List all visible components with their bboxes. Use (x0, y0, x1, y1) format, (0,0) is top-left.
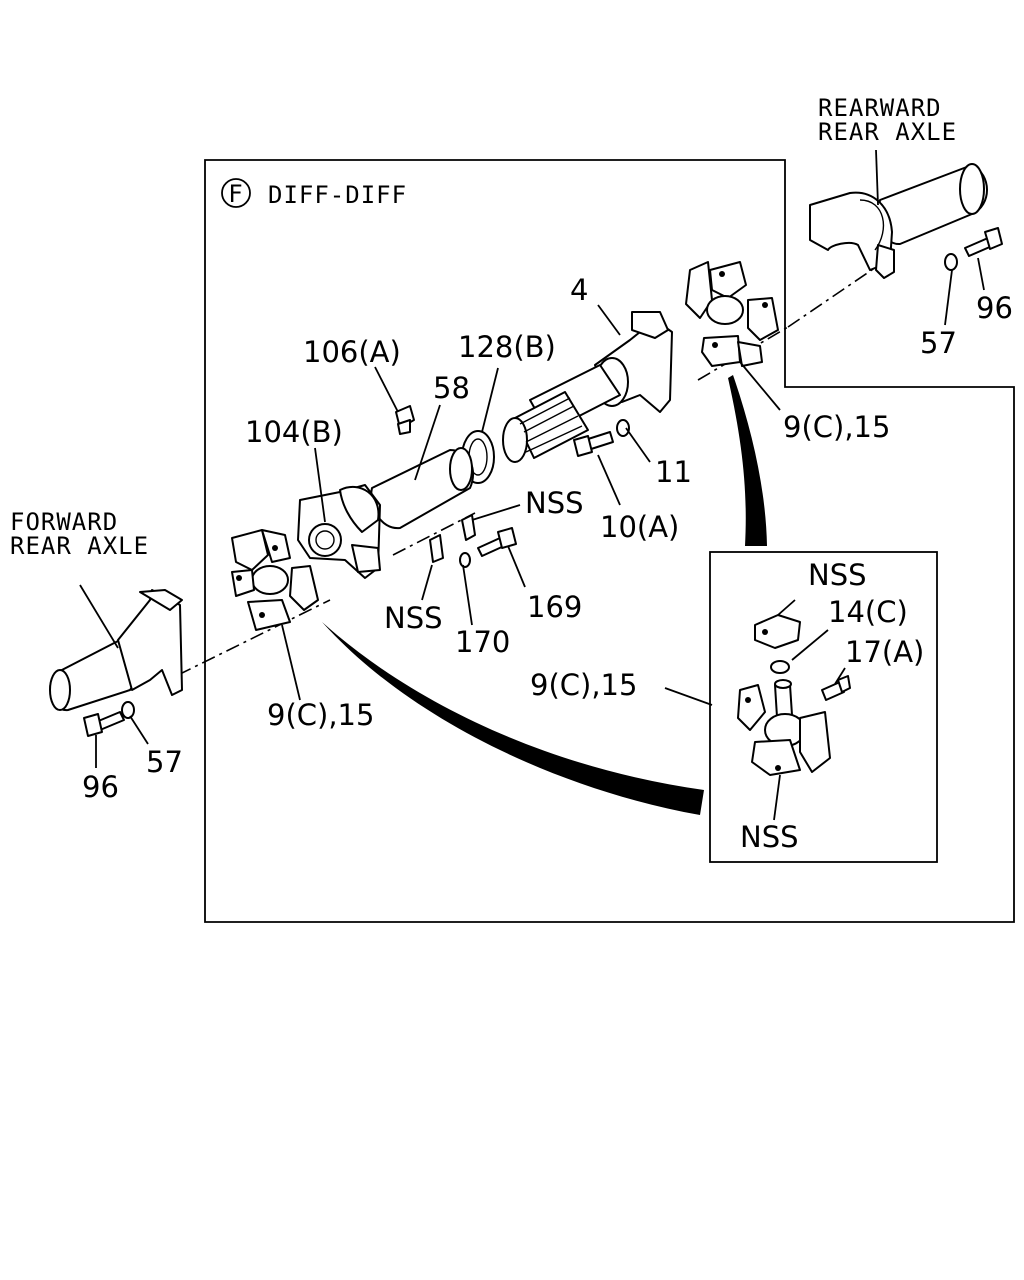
splined-shaft (502, 391, 589, 463)
pointer-band-right (728, 375, 767, 546)
label-forward-line1: FORWARD (10, 508, 118, 536)
shaft-tube (370, 447, 475, 530)
callout-58: 58 (433, 371, 470, 405)
section-badge-circle (221, 178, 251, 208)
rearward-washer (944, 253, 958, 271)
section-title: DIFF-DIFF (268, 181, 407, 209)
callout-96-left: 96 (82, 770, 119, 804)
bolt-10a (573, 431, 614, 457)
callout-nss-mid: NSS (384, 601, 443, 635)
washer-170 (459, 552, 471, 568)
label-forward-line2: REAR AXLE (10, 532, 149, 560)
rearward-bolt (964, 227, 1003, 257)
callout-10a: 10(A) (600, 510, 679, 544)
section-header: F DIFF-DIFF (221, 178, 407, 209)
callout-106a: 106(A) (303, 335, 401, 369)
tube-yoke (297, 484, 381, 579)
callout-170: 170 (455, 625, 510, 659)
bolt-169 (477, 527, 517, 557)
callout-169: 169 (527, 590, 582, 624)
callout-nss-top: NSS (525, 486, 584, 520)
leader-lines (79, 149, 985, 821)
forward-washer (121, 701, 135, 719)
washer-11 (616, 419, 630, 437)
callout-11: 11 (655, 455, 692, 489)
callout-104b: 104(B) (245, 415, 343, 449)
inset-callout-14c: 14(C) (828, 595, 908, 629)
callout-4: 4 (570, 273, 588, 307)
pointer-band-left (322, 622, 704, 815)
inset-callout-17a: 17(A) (845, 635, 924, 669)
callout-57-left: 57 (146, 745, 183, 779)
inset-grease-fitting (821, 675, 851, 701)
section-frame (204, 159, 1015, 923)
inset-callout-nss-bottom: NSS (740, 820, 799, 854)
callout-57-right: 57 (920, 326, 957, 360)
callout-9c15-left: 9(C),15 (267, 698, 374, 732)
shaft-centerline (177, 262, 883, 676)
grease-fitting (395, 405, 415, 435)
u-joint-left (231, 529, 319, 631)
callout-96-right: 96 (976, 291, 1013, 325)
rearward-axle-yoke (809, 163, 988, 279)
inset-callout-nss-top: NSS (808, 558, 867, 592)
inset-frame (709, 551, 938, 863)
forward-bolt (83, 711, 125, 737)
inset-cross (737, 679, 831, 776)
section-badge: F (228, 180, 243, 208)
callout-9c15-right: 9(C),15 (783, 410, 890, 444)
inset-callout-9c15: 9(C),15 (530, 668, 637, 702)
strap-nss-top (461, 514, 476, 541)
u-joint-right (685, 261, 779, 367)
label-rearward-line2: REAR AXLE (818, 118, 957, 146)
callout-128b: 128(B) (458, 330, 556, 364)
forward-axle-yoke (49, 589, 183, 712)
label-rearward-line1: REARWARD (818, 94, 942, 122)
inset-bearing-cap (754, 614, 801, 649)
strap-nss-mid (429, 534, 444, 563)
inset-washer-14c (770, 660, 790, 674)
